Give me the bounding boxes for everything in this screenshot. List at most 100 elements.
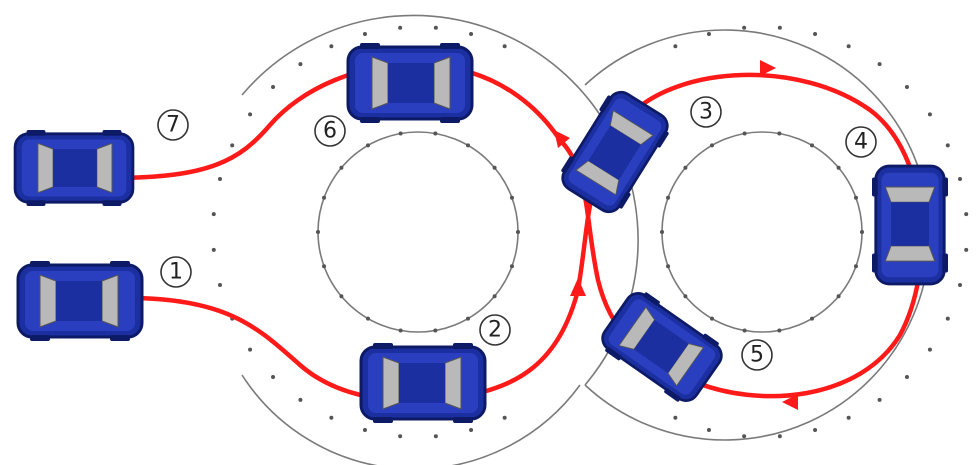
track-dot xyxy=(683,294,687,298)
track-dot xyxy=(743,132,747,136)
car-position-4 xyxy=(872,166,948,284)
track-dot xyxy=(660,230,664,234)
track-dot xyxy=(398,434,402,438)
track-dot xyxy=(813,428,817,432)
track-dot xyxy=(329,416,333,420)
track-dot xyxy=(837,166,841,170)
car-position-3 xyxy=(555,86,675,219)
track-dot xyxy=(363,428,367,432)
track-dot xyxy=(469,428,473,432)
track-dot xyxy=(810,317,814,321)
driving-path xyxy=(104,57,922,410)
track-dot xyxy=(466,143,470,147)
track-dot xyxy=(905,85,909,89)
track-dot xyxy=(510,264,514,268)
track-dot xyxy=(666,264,670,268)
svg-text:7: 7 xyxy=(166,113,180,138)
track-dot xyxy=(248,112,252,116)
track-dot xyxy=(212,248,216,252)
track-dot xyxy=(433,132,437,136)
track-dot xyxy=(673,416,677,420)
track-dot xyxy=(316,230,320,234)
track-dot xyxy=(964,212,968,216)
track-dot xyxy=(928,348,932,352)
svg-text:1: 1 xyxy=(169,260,183,285)
track-dot xyxy=(777,132,781,136)
track-dot xyxy=(399,132,403,136)
track-dot xyxy=(329,44,333,48)
left-inner-track xyxy=(318,132,518,332)
track-dot xyxy=(847,44,851,48)
label-6: 6 xyxy=(315,116,345,146)
label-7: 7 xyxy=(158,110,188,140)
arrow-3 xyxy=(570,278,586,296)
label-5: 5 xyxy=(742,340,772,370)
track-dot xyxy=(813,32,817,36)
car-position-5 xyxy=(596,286,729,409)
track-dot xyxy=(433,328,437,332)
car-position-1 xyxy=(18,261,142,341)
track-dot xyxy=(742,434,746,438)
track-dot xyxy=(928,112,932,116)
track-dot xyxy=(666,196,670,200)
track-dot xyxy=(742,26,746,30)
track-dot xyxy=(503,44,507,48)
track-dot xyxy=(860,230,864,234)
cars xyxy=(15,43,948,423)
track-dot xyxy=(271,375,275,379)
track-dot xyxy=(510,196,514,200)
track-dot xyxy=(946,317,950,321)
track-dot xyxy=(298,62,302,66)
track-dot xyxy=(964,248,968,252)
svg-text:5: 5 xyxy=(750,343,764,368)
track-dot xyxy=(339,294,343,298)
track-dot xyxy=(743,328,747,332)
track-dot xyxy=(707,428,711,432)
track-dot xyxy=(398,26,402,30)
track-dot xyxy=(271,85,275,89)
track-dot xyxy=(810,143,814,147)
track-dot xyxy=(298,398,302,402)
track-dot xyxy=(218,177,222,181)
track-dot xyxy=(854,264,858,268)
svg-text:3: 3 xyxy=(699,100,713,125)
track-dot xyxy=(503,416,507,420)
track-dot xyxy=(847,416,851,420)
path-segment-start xyxy=(128,290,578,401)
track-dot xyxy=(434,26,438,30)
track-dot xyxy=(493,294,497,298)
track-dot xyxy=(673,44,677,48)
track-dot xyxy=(837,294,841,298)
track-dot xyxy=(466,317,470,321)
track-dot xyxy=(777,328,781,332)
track-dot xyxy=(399,328,403,332)
track-dot xyxy=(322,264,326,268)
track-dot xyxy=(516,230,520,234)
track-dot xyxy=(366,143,370,147)
track-dot xyxy=(363,32,367,36)
svg-text:2: 2 xyxy=(488,318,502,343)
car-position-7 xyxy=(15,130,133,206)
car-position-6 xyxy=(348,43,472,123)
track-dot xyxy=(878,62,882,66)
track-dot xyxy=(710,143,714,147)
svg-text:6: 6 xyxy=(323,119,337,144)
track-dot xyxy=(493,166,497,170)
track-dot xyxy=(958,283,962,287)
track-dot xyxy=(212,212,216,216)
track-dot xyxy=(958,177,962,181)
label-4: 4 xyxy=(846,127,876,157)
track-dot xyxy=(322,196,326,200)
label-1: 1 xyxy=(161,257,191,287)
track-dot xyxy=(778,26,782,30)
track-dot xyxy=(710,317,714,321)
svg-text:4: 4 xyxy=(854,130,868,155)
track-dot xyxy=(707,32,711,36)
label-2: 2 xyxy=(480,315,510,345)
track-dot xyxy=(905,375,909,379)
track-dot xyxy=(854,196,858,200)
track-dot xyxy=(434,434,438,438)
track-dot xyxy=(339,166,343,170)
track-dot xyxy=(878,398,882,402)
